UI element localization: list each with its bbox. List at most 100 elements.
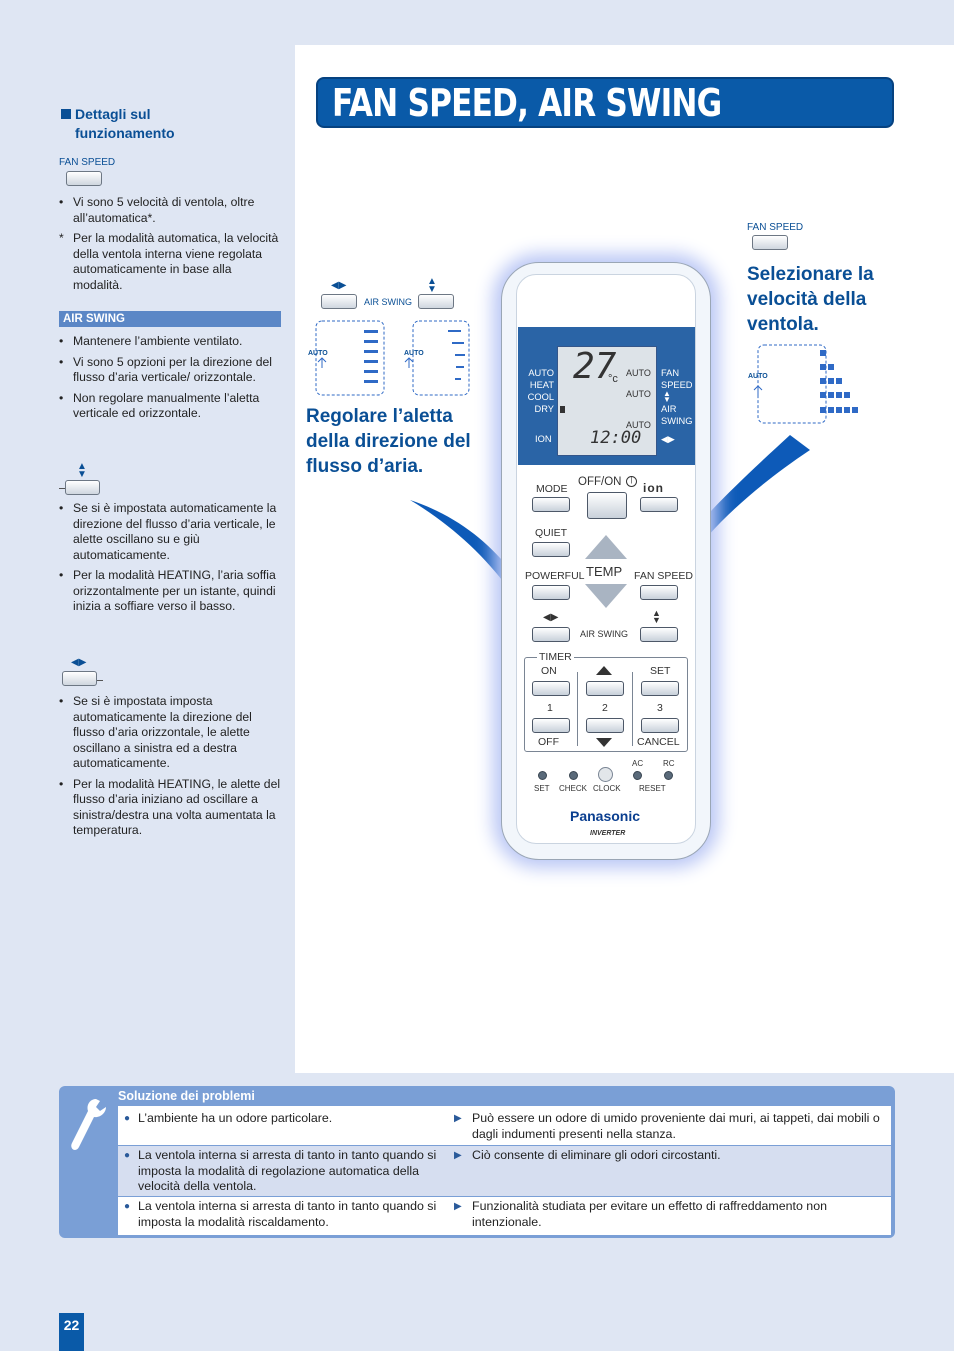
adjust-flap-instruction: Regolare l’aletta della direzione del fl… (306, 406, 471, 477)
fan-speed-bullets: Vi sono 5 velocità di ventola, oltre all… (59, 195, 281, 298)
timer-down-icon (596, 738, 612, 747)
horizontal-swing-button-illustration (62, 671, 97, 686)
lcd-mode-labels: AUTO HEAT COOL DRY (527, 368, 554, 414)
timer-on-label: ON (541, 665, 557, 677)
lcd-auto-fan: AUTO (626, 368, 651, 378)
select-fan-instruction: Selezionare la velocità della ventola. (747, 264, 874, 335)
list-item: Per la modalità HEATING, le alette del f… (59, 777, 281, 839)
fan-speed-button[interactable] (640, 585, 678, 600)
list-item: Mantenere l’ambiente ventilato. (59, 334, 281, 350)
divider (577, 672, 578, 746)
air-swing-lr-button-illustration (321, 294, 357, 309)
swing-display-illustration (315, 320, 470, 396)
inverter-label: INVERTER (590, 830, 626, 837)
lcd-screen (557, 346, 657, 456)
temp-down-button[interactable] (585, 584, 627, 608)
auto-label: AUTO (308, 350, 328, 357)
rc-label: RC (663, 759, 675, 768)
timer-off-button[interactable] (532, 718, 570, 733)
lcd-auto-hswing: AUTO (626, 420, 651, 430)
fan-speed-caption: FAN SPEED (59, 157, 116, 168)
lcd-unit: °c (608, 373, 618, 385)
lcd-auto-vswing: AUTO (626, 389, 651, 399)
timer-down-button[interactable] (586, 718, 624, 733)
timer-off-label: OFF (538, 736, 559, 748)
fan-speed-button-illustration (752, 235, 788, 250)
set-small-label: SET (534, 784, 550, 793)
lcd-mode-indicator (560, 406, 565, 413)
horizontal-swing-bullets: Se si è impostata imposta automaticament… (59, 694, 281, 844)
left-right-arrow-icon: ◀▶ (71, 657, 87, 668)
check-hole[interactable] (569, 771, 578, 780)
up-down-arrow-icon: ▲▼ (77, 461, 87, 480)
quiet-button[interactable] (532, 542, 570, 557)
timer-on-button[interactable] (532, 681, 570, 696)
timer-cancel-button[interactable] (641, 718, 679, 733)
page-title: FAN SPEED, AIR SWING (332, 81, 722, 125)
off-on-label: OFF/ON (578, 476, 622, 488)
reset-label: RESET (639, 784, 666, 793)
powerful-button[interactable] (532, 585, 570, 600)
clock-label: CLOCK (593, 784, 621, 793)
air-swing-ud-button[interactable] (640, 627, 678, 642)
auto-label: AUTO (404, 350, 424, 357)
temp-up-button[interactable] (585, 535, 627, 559)
fan-speed-label: FAN SPEED (634, 570, 693, 582)
mode-button[interactable] (532, 497, 570, 512)
lcd-fan-speed-label: FAN SPEED ▲▼ AIR SWING (661, 368, 693, 426)
number-2: 2 (602, 702, 608, 714)
auto-label: AUTO (748, 373, 768, 380)
table-row (118, 1146, 891, 1196)
divider (632, 672, 633, 746)
up-down-arrow-icon: ▲▼ (663, 389, 671, 404)
left-right-arrow-icon: ◀▶ (543, 612, 559, 623)
quiet-label: QUIET (535, 527, 568, 539)
air-swing-section-bar: AIR SWING (59, 311, 281, 327)
off-on-button[interactable] (587, 492, 627, 519)
rc-reset-hole[interactable] (664, 771, 673, 780)
air-swing-bullets: Mantenere l’ambiente ventilato. Vi sono … (59, 334, 281, 427)
lcd-clock: 12:00 (590, 428, 642, 448)
timer-label: TIMER (537, 651, 574, 663)
divider (97, 680, 103, 681)
check-label: CHECK (559, 784, 588, 793)
list-item: Per la modalità HEATING, l’aria soffia o… (59, 568, 281, 615)
fan-speed-display-illustration (753, 344, 858, 424)
list-item: Se si è impostata imposta automaticament… (59, 694, 281, 772)
timer-up-button[interactable] (586, 681, 624, 696)
ac-label: AC (632, 759, 644, 768)
page-number: 22 (59, 1313, 84, 1351)
fan-speed-caption: FAN SPEED (747, 222, 804, 233)
left-right-arrow-icon: ◀▶ (661, 434, 675, 444)
table-row (118, 1106, 891, 1145)
powerful-label: POWERFUL (525, 570, 585, 582)
air-swing-lr-button[interactable] (532, 627, 570, 642)
mode-label: MODE (536, 483, 568, 495)
timer-up-icon (596, 666, 612, 675)
list-item: Vi sono 5 opzioni per la direzione del f… (59, 355, 281, 386)
page-title-bar: FAN SPEED, AIR SWING (316, 77, 894, 128)
timer-cancel-label: CANCEL (637, 736, 680, 748)
temp-label: TEMP (586, 564, 623, 579)
timer-set-button[interactable] (641, 681, 679, 696)
square-bullet-icon (61, 109, 71, 119)
air-swing-ud-button-illustration (418, 294, 454, 309)
left-right-arrow-icon: ◀▶ (331, 280, 347, 291)
power-icon: | (626, 476, 637, 487)
ion-button[interactable] (640, 497, 678, 512)
sidebar-heading: Dettagli sul funzionamento (61, 105, 281, 143)
number-1: 1 (547, 702, 553, 714)
lcd-temperature: 27 (573, 346, 617, 387)
clock-button[interactable] (598, 767, 613, 782)
set-reset-hole[interactable] (538, 771, 547, 780)
troubleshooting-title: Soluzione dei problemi (118, 1089, 255, 1103)
list-item: Se si è impostata automaticamente la dir… (59, 501, 281, 563)
list-item: Vi sono 5 velocità di ventola, oltre all… (59, 195, 281, 226)
ac-reset-hole[interactable] (633, 771, 642, 780)
timer-set-label: SET (650, 665, 671, 677)
lcd-ion-label: ION (535, 434, 552, 444)
list-item: Non regolare manualmente l’aletta vertic… (59, 391, 281, 422)
divider (59, 488, 65, 489)
up-down-arrow-icon: ▲▼ (652, 608, 661, 625)
air-swing-label: AIR SWING (580, 629, 629, 639)
